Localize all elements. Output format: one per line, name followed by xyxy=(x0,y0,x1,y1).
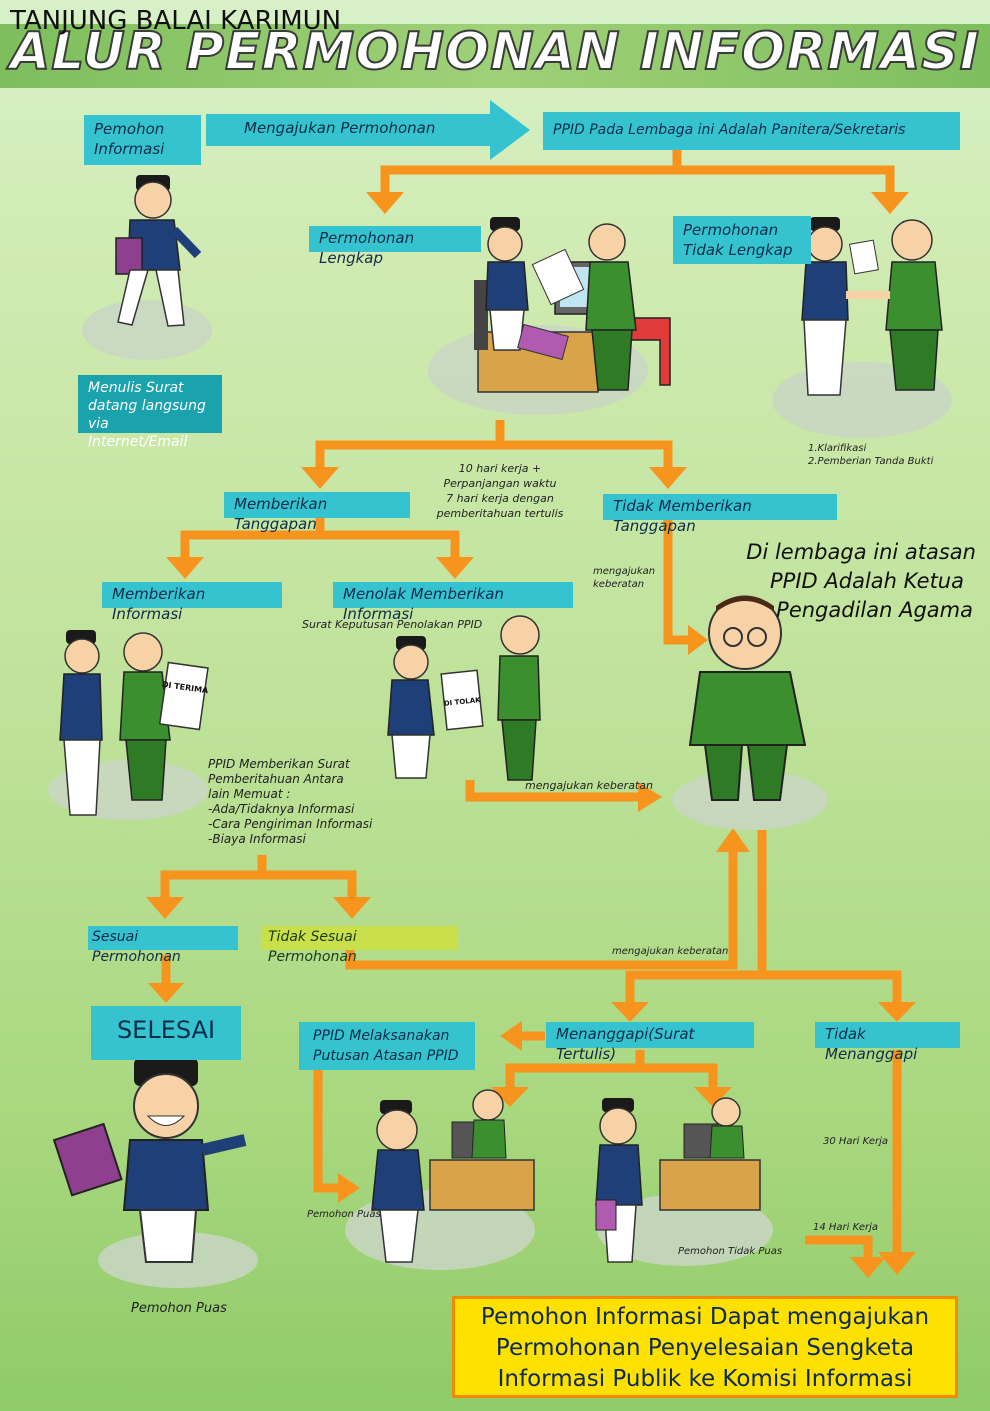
arrow-pemohon-puas xyxy=(313,1070,340,1193)
note-hari-kerja-1: 10 hari kerja + xyxy=(458,462,542,475)
arrow-tidak-puas xyxy=(805,1235,873,1260)
node-ppid-melaksanakan: PPID Melaksanakan Putusan Atasan PPID xyxy=(299,1022,475,1070)
note-pemohon-puas: Pemohon Puas xyxy=(131,1301,227,1316)
note-ppid-surat-4: -Ada/Tidaknya Informasi xyxy=(208,802,355,816)
note-keberatan-top-2: keberatan xyxy=(593,579,645,590)
node-tidak-sesuai-permohonan: Tidak Sesuai Permohonan xyxy=(262,926,458,965)
arrow-atasan-split xyxy=(625,830,767,1005)
note-pemohon-tidak-puas: Pemohon Tidak Puas xyxy=(678,1246,783,1257)
unsatisfied-desk-scene xyxy=(595,1097,761,1263)
selesai-figure xyxy=(52,1058,247,1263)
submit-arrow xyxy=(206,100,530,160)
side-text-2: PPID Adalah Ketua xyxy=(770,569,964,593)
shadow xyxy=(82,300,212,360)
arrow-menanggapi-split xyxy=(505,1063,718,1090)
note-klarifikasi-2: 2.Pemberian Tanda Bukti xyxy=(808,456,934,467)
note-keberatan-low: mengajukan keberatan xyxy=(612,946,729,957)
note-hari-kerja-4: pemberitahuan tertulis xyxy=(436,507,564,520)
note-ppid-surat-3: lain Memuat : xyxy=(208,787,291,801)
atasan-ppid-figure xyxy=(688,595,807,801)
give-information-scene: DI TERIMA xyxy=(59,630,210,816)
side-text-1: Di lembaga ini atasan xyxy=(746,540,976,564)
node-ppid-lembaga: PPID Pada Lembaga ini Adalah Panitera/Se… xyxy=(543,112,960,150)
node-pemohon: Pemohon Informasi xyxy=(84,115,201,165)
node-menanggapi: Menanggapi(Surat Tertulis) xyxy=(546,1022,754,1063)
satisfied-desk-scene xyxy=(371,1089,535,1263)
arrow-ppid-split xyxy=(380,165,895,195)
node-tidak-menanggapi: Tidak Menanggapi xyxy=(815,1022,960,1063)
arrow-tidak-sesuai-keberatan xyxy=(345,850,738,970)
final-line-1: Pemohon Informasi Dapat mengajukan xyxy=(480,1304,930,1330)
final-line-2: Permohonan Penyelesaian Sengketa xyxy=(495,1335,915,1361)
final-outcome-box: Pemohon Informasi Dapat mengajukan Permo… xyxy=(452,1296,958,1398)
note-hari-kerja-2: Perpanjangan waktu xyxy=(443,477,557,490)
note-ppid-surat-5: -Cara Pengiriman Informasi xyxy=(208,817,373,831)
arrow-no-response xyxy=(663,520,690,645)
node-tidak-memberikan-tanggapan: Tidak Memberikan Tanggapan xyxy=(603,494,837,535)
handshake-scene xyxy=(801,217,943,396)
note-surat-keputusan: Surat Keputusan Penolakan PPID xyxy=(302,618,483,631)
page-title: ALUR PERMOHONAN INFORMASI xyxy=(9,21,981,83)
arrow-tanggapan-split xyxy=(315,440,673,470)
final-line-3: Informasi Publik ke Komisi Informasi xyxy=(497,1366,913,1392)
note-klarifikasi-1: 1.Klarifikasi xyxy=(808,443,867,454)
reject-scene: DI TOLAK xyxy=(387,615,541,781)
node-permohonan-lengkap: Permohonan Lengkap xyxy=(309,226,481,267)
handover-scene xyxy=(474,217,671,393)
title-banner: ALUR PERMOHONAN INFORMASI xyxy=(0,21,990,88)
note-hari-kerja-3: 7 hari kerja dengan xyxy=(446,492,554,505)
node-selesai: SELESAI xyxy=(91,1006,241,1060)
note-14-hari: 14 Hari Kerja xyxy=(813,1222,878,1233)
pemohon-figure xyxy=(115,175,202,327)
note-ppid-surat-1: PPID Memberikan Surat xyxy=(208,757,350,771)
node-menulis-surat: Menulis Surat datang langsung via Intern… xyxy=(78,375,222,450)
note-ppid-surat-2: Pemberitahuan Antara xyxy=(208,772,344,786)
node-memberikan-informasi: Memberikan Informasi xyxy=(102,582,282,623)
node-permohonan-tidak-lengkap: Permohonan Tidak Lengkap xyxy=(673,216,811,264)
di-tolak-stamp: DI TOLAK xyxy=(443,696,481,708)
node-menolak-informasi: Menolak Memberikan Informasi xyxy=(333,582,573,623)
arrow-menolak-keberatan xyxy=(465,780,640,802)
note-keberatan-mid: mengajukan keberatan xyxy=(525,779,653,792)
note-keberatan-top-1: mengajukan xyxy=(593,566,656,577)
label-mengajukan: Mengajukan Permohonan xyxy=(244,119,436,137)
note-ppid-surat-6: -Biaya Informasi xyxy=(208,832,306,846)
note-pemohon-puas-small: Pemohon Puas xyxy=(307,1209,381,1220)
location-label: TANJUNG BALAI KARIMUN xyxy=(10,6,342,36)
note-30-hari: 30 Hari Kerja xyxy=(823,1136,888,1147)
side-text-3: Pengadilan Agama xyxy=(776,598,973,622)
node-memberikan-tanggapan: Memberikan Tanggapan xyxy=(224,492,410,533)
node-sesuai-permohonan: Sesuai Permohonan xyxy=(88,926,238,965)
